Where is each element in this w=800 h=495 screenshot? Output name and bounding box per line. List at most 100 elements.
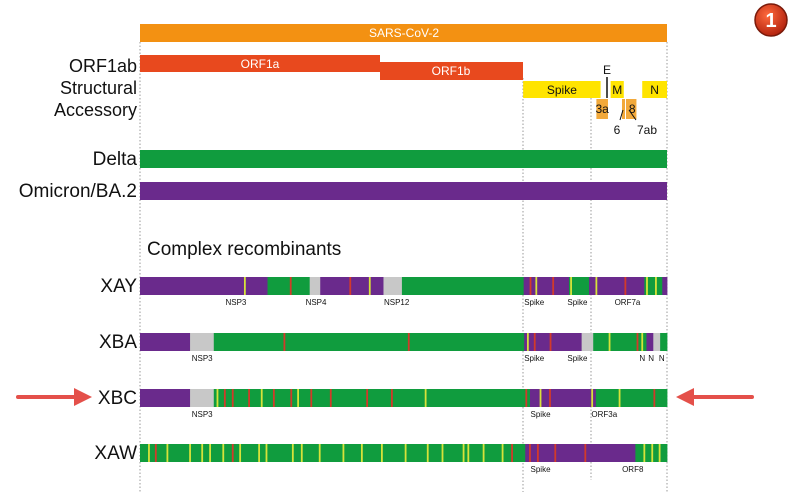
mutation-tick (216, 389, 219, 407)
segment-omicron (524, 333, 583, 351)
mutation-tick (260, 389, 263, 407)
region-label: NSP3 (192, 354, 213, 363)
mutation-tick (154, 444, 157, 462)
segment-omicron (140, 333, 191, 351)
structural-gene-m (610, 81, 624, 98)
segment-delta (568, 277, 590, 295)
segment-delta (660, 333, 668, 351)
segment-delta (140, 444, 526, 462)
orf7ab-pointer (628, 109, 637, 121)
recombinant-name-xba: XBA (99, 332, 137, 353)
mutation-tick (549, 389, 551, 407)
recombinant-name-xaw: XAW (94, 443, 137, 464)
segment-gap (309, 277, 321, 295)
mutation-tick (342, 444, 345, 462)
lineage-bar-delta (140, 150, 667, 168)
row-label-structural: Structural (60, 78, 137, 98)
orf1b-bar (380, 62, 523, 80)
section-title: Complex recombinants (147, 239, 341, 260)
orf1a-bar (140, 55, 380, 72)
region-label: Spike (567, 298, 588, 307)
recombinant-row-xaw: XAW Spike ORF8 (94, 443, 668, 474)
mutation-tick (624, 277, 627, 295)
segment-delta (401, 277, 525, 295)
mutation-tick (570, 277, 572, 295)
mutation-tick (391, 389, 393, 407)
mutation-tick (608, 333, 611, 351)
segment-gap (190, 389, 215, 407)
mutation-tick (329, 389, 332, 407)
orf7ab-label: 7ab (637, 123, 657, 137)
region-label: Spike (531, 465, 552, 474)
mutation-tick (552, 277, 555, 295)
mutation-tick (424, 389, 427, 407)
segment-omicron (529, 389, 597, 407)
region-label: N (659, 354, 665, 363)
step-badge-number: 1 (765, 10, 776, 32)
segment-omicron (523, 277, 570, 295)
accessory-gene-label-8: 8 (629, 102, 636, 116)
mutation-tick (407, 333, 410, 351)
region-label: ORF7a (615, 298, 641, 307)
mutation-tick (535, 277, 538, 295)
row-label-accessory: Accessory (54, 100, 137, 120)
accessory-gene-8 (628, 99, 637, 119)
mutation-tick (222, 444, 225, 462)
mutation-tick (283, 333, 286, 351)
segment-gap (653, 333, 661, 351)
mutation-tick (646, 277, 648, 295)
structural-gene-label-m: M (612, 83, 622, 97)
mutation-tick (462, 444, 465, 462)
segment-gap (190, 333, 215, 351)
mutation-tick (554, 444, 557, 462)
mutation-tick (525, 389, 528, 407)
mutation-tick (511, 444, 513, 462)
sars-cov-2-bar (140, 24, 667, 42)
segment-gap (581, 333, 594, 351)
recombinant-name-xay: XAY (100, 276, 137, 297)
region-label: NSP12 (384, 298, 410, 307)
genome-map: SARS-CoV-2 ORF1ab Structural Accessory O… (54, 24, 667, 137)
segment-delta (595, 389, 668, 407)
segment-omicron (140, 277, 268, 295)
segment-omicron (646, 333, 654, 351)
segment-omicron (662, 277, 668, 295)
mutation-tick (272, 389, 275, 407)
segment-omicron (140, 389, 191, 407)
mutation-tick (636, 333, 639, 351)
orf1b-label: ORF1b (432, 64, 471, 78)
orf6-pointer (619, 109, 624, 121)
e-gene-label: E (603, 63, 611, 77)
mutation-tick (349, 277, 352, 295)
mutation-tick (501, 444, 504, 462)
xbc-left-arrow (16, 388, 92, 406)
lineage-label-delta: Delta (93, 149, 138, 170)
segment-delta (267, 277, 311, 295)
segment-gap (383, 277, 403, 295)
mutation-tick (380, 444, 383, 462)
region-label: ORF8 (622, 465, 644, 474)
recombinant-name-xbc: XBC (98, 388, 137, 409)
mutation-tick (201, 444, 204, 462)
mutation-tick (651, 444, 654, 462)
mutation-tick (291, 444, 294, 462)
orf6-marker (622, 99, 625, 119)
mutation-tick (231, 444, 234, 462)
mutation-tick (148, 444, 150, 462)
segment-delta (213, 389, 531, 407)
structural-gene-label-n: N (650, 83, 659, 97)
sars-cov-2-label: SARS-CoV-2 (369, 26, 439, 40)
structural-gene-spike (523, 81, 601, 98)
mutation-tick (223, 389, 226, 407)
mutation-tick (467, 444, 470, 462)
mutation-tick (360, 444, 363, 462)
region-label: N (639, 354, 645, 363)
region-label: Spike (524, 354, 545, 363)
mutation-tick (658, 444, 661, 462)
mutation-tick (368, 277, 371, 295)
region-label: Spike (524, 298, 545, 307)
